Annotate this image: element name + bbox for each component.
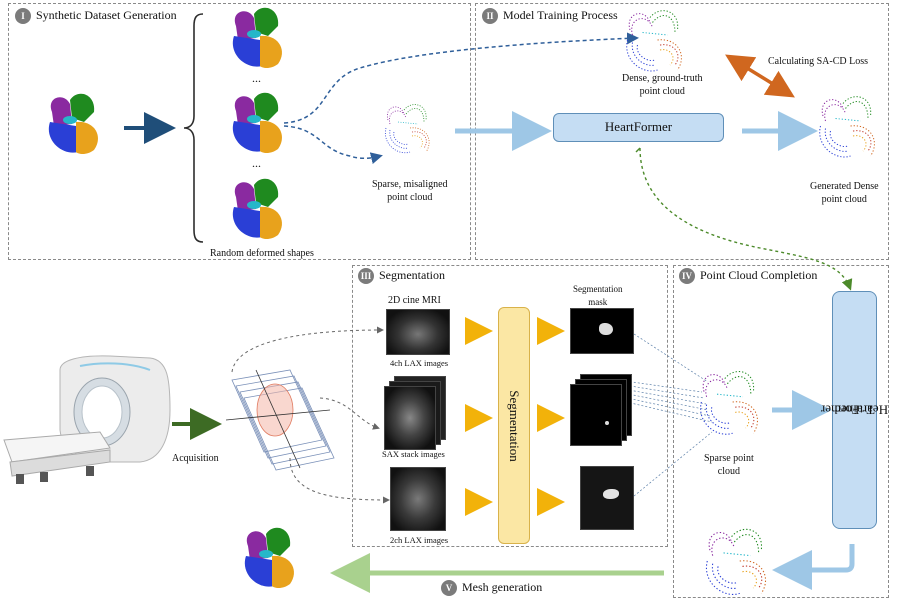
sparse-pc-l1: Sparse point [704,453,754,464]
dense-gt-l2: point cloud [639,86,685,97]
seg-mask-l1: Segmentation [573,284,623,294]
slice-stack [225,369,335,471]
label-sax: SAX stack images [382,449,445,459]
projection-lines [617,333,713,497]
brace [183,13,204,243]
label-generated-dense: Generated Dense point cloud [810,180,879,206]
final-mesh-heart [244,527,294,588]
label-cine-mri: 2D cine MRI [388,295,441,306]
loss-arrow [725,54,795,98]
badge-3: III [358,268,374,285]
badge-4: IV [679,268,695,285]
panel-title-2: II Model Training Process [482,8,618,25]
label-dense-gt: Dense, ground-truth point cloud [622,72,703,98]
label-sparse-point-cloud: Sparse point cloud [704,452,754,478]
generated-l1: Generated Dense [810,181,879,192]
label-2ch: 2ch LAX images [390,535,449,545]
trained-line2: HeartFormer [820,402,889,418]
sparse-misaligned-cloud [384,104,430,154]
link-4ch [231,326,384,373]
heart-template [48,93,98,154]
deformed-heart-3 [232,178,282,239]
sparse-misaligned-l1: Sparse, misaligned [372,179,448,190]
deformed-heart-1 [232,7,282,68]
mri-scanner [3,355,171,484]
label-sparse-misaligned: Sparse, misaligned point cloud [372,178,448,204]
ellipsis-bottom: ... [252,156,261,170]
mask-2ch-shape [603,489,619,499]
generated-dense-cloud [819,96,875,158]
title-synthetic: Synthetic Dataset Generation [36,8,177,22]
title-mesh: Mesh generation [462,580,543,594]
dashed-to-dense-gt [283,32,639,124]
panel-segmentation [352,265,668,547]
dense-gt-cloud [626,10,682,72]
dashed-weights-transfer [639,147,853,291]
mri-sax-stack-front [384,386,436,450]
label-loss: Calculating SA-CD Loss [768,56,868,67]
segmentation-label: Segmentation [507,389,522,462]
title-segmentation: Segmentation [379,268,445,282]
generated-l2: point cloud [821,194,867,205]
panel-title-3: III Segmentation [358,268,445,285]
badge-2: II [482,8,498,25]
sparse-point-cloud [700,370,758,435]
segmentation-box: Segmentation [498,307,530,544]
panel-title-4: IV Point Cloud Completion [679,268,818,285]
deformed-heart-2 [232,92,282,153]
sparse-misaligned-l2: point cloud [387,192,433,203]
mask-2ch [580,466,634,530]
title-training: Model Training Process [503,8,618,22]
title-completion: Point Cloud Completion [700,268,818,282]
badge-1: I [15,8,31,25]
panel-title-5: V Mesh generation [441,580,543,597]
label-acquisition: Acquisition [172,453,219,464]
heartformer-box: HeartFormer [553,113,724,142]
seg-mask-l2: mask [588,297,608,307]
sparse-pc-l2: cloud [717,466,740,477]
mask-4ch [570,308,634,354]
label-4ch: 4ch LAX images [390,358,449,368]
dense-gt-l1: Dense, ground-truth [622,73,703,84]
label-random-shapes: Random deformed shapes [210,248,314,259]
mask-sax-shape [605,421,609,425]
link-sax [319,397,380,430]
mri-4ch-image [386,309,450,355]
mask-sax-front [570,384,622,446]
panel-title-1: I Synthetic Dataset Generation [15,8,177,25]
mri-2ch-image [390,467,446,531]
mask-4ch-shape [599,323,613,335]
completed-cloud [705,528,767,595]
badge-5: V [441,580,457,597]
panel-point-cloud-completion [673,265,889,598]
dashed-to-sparse [283,125,383,165]
ellipsis-top: ... [252,71,261,85]
arrow-trained-to-output [772,544,855,590]
label-seg-mask: Segmentation mask [573,283,623,309]
dashed-start [635,147,641,153]
